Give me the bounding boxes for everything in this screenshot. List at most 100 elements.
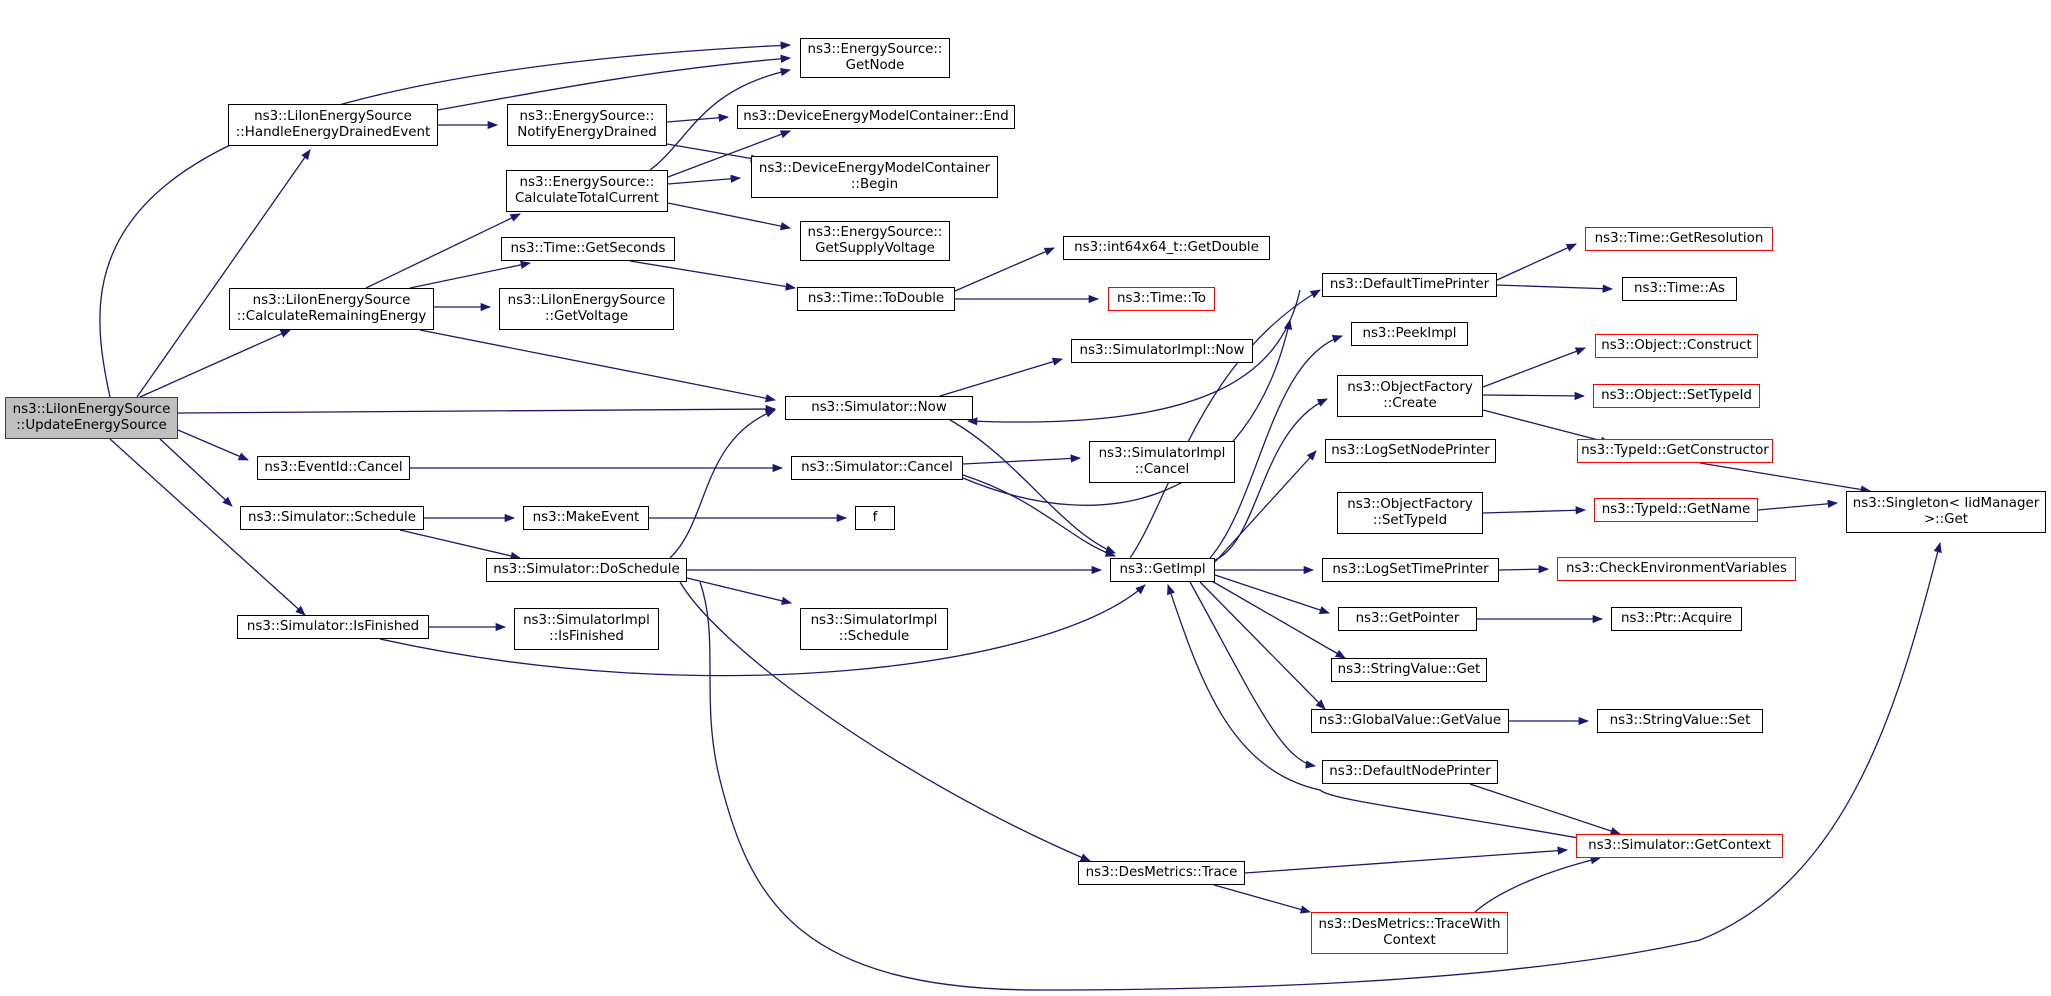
call-edge [1213, 884, 1312, 914]
call-edge [139, 329, 291, 398]
node-lsnp[interactable]: ns3::LogSetNodePrinter [1325, 439, 1496, 463]
node-sv-set[interactable]: ns3::StringValue::Set [1597, 709, 1763, 733]
node-singleton[interactable]: ns3::Singleton< IidManager>::Get [1846, 491, 2046, 533]
node-getvoltage[interactable]: ns3::LiIonEnergySource::GetVoltage [499, 288, 674, 330]
call-edge [1214, 450, 1317, 563]
node-sim-cancel[interactable]: ns3::Simulator::Cancel [791, 456, 963, 480]
call-edge [419, 329, 777, 403]
node-isfinished[interactable]: ns3::Simulator::IsFinished [237, 615, 429, 639]
node-construct[interactable]: ns3::Object::Construct [1595, 334, 1758, 358]
node-label-line: ns3::ObjectFactory [1347, 497, 1473, 512]
node-label-line: ::Begin [850, 177, 899, 192]
node-to[interactable]: ns3::Time::To [1108, 287, 1215, 311]
node-getnode[interactable]: ns3::EnergySource::GetNode [800, 38, 950, 78]
call-edge [667, 130, 791, 178]
node-simimpl-cancel[interactable]: ns3::SimulatorImpl::Cancel [1089, 441, 1235, 483]
node-sim-now[interactable]: ns3::Simulator::Now [785, 396, 973, 420]
call-edge [1167, 584, 1591, 841]
node-of-create[interactable]: ns3::ObjectFactory::Create [1337, 375, 1483, 417]
node-getconstructor[interactable]: ns3::TypeId::GetConstructor [1577, 439, 1773, 463]
call-edge [954, 247, 1055, 292]
call-edge [1482, 409, 1612, 445]
node-gv-getvalue[interactable]: ns3::GlobalValue::GetValue [1311, 709, 1509, 733]
node-label-line: ns3::Object::Construct [1601, 338, 1752, 353]
node-label-line: ns3::Time::GetSeconds [510, 241, 666, 256]
call-edge [1209, 335, 1343, 559]
node-label-line: ns3::PeekImpl [1362, 326, 1457, 341]
node-getcontext[interactable]: ns3::Simulator::GetContext [1576, 834, 1783, 858]
node-todouble[interactable]: ns3::Time::ToDouble [797, 287, 955, 311]
node-settypeid[interactable]: ns3::Object::SetTypeId [1593, 384, 1760, 408]
call-edge [962, 454, 1082, 465]
call-edge [679, 581, 1091, 862]
node-sim-schedule[interactable]: ns3::Simulator::Schedule [240, 506, 424, 530]
node-peek[interactable]: ns3::PeekImpl [1351, 322, 1468, 346]
call-edge [1699, 462, 1872, 494]
node-makeevent[interactable]: ns3::MakeEvent [523, 506, 649, 530]
node-dem-begin[interactable]: ns3::DeviceEnergyModelContainer::Begin [751, 156, 998, 198]
node-getpointer[interactable]: ns3::GetPointer [1338, 607, 1477, 631]
node-label-line: ns3::LiIonEnergySource [507, 293, 666, 308]
node-handle[interactable]: ns3::LiIonEnergySource::HandleEnergyDrai… [228, 104, 438, 146]
node-getname[interactable]: ns3::TypeId::GetName [1594, 498, 1758, 522]
node-checkenv[interactable]: ns3::CheckEnvironmentVariables [1557, 557, 1796, 581]
node-as[interactable]: ns3::Time::As [1622, 277, 1737, 301]
node-eventid-cancel[interactable]: ns3::EventId::Cancel [257, 456, 410, 480]
node-label-line: GetSupplyVoltage [815, 241, 935, 256]
node-label-line: ns3::GlobalValue::GetValue [1318, 713, 1502, 728]
call-edge [1214, 574, 1330, 614]
node-of-settypeid[interactable]: ns3::ObjectFactory::SetTypeId [1337, 492, 1483, 534]
node-simimpl-schedule[interactable]: ns3::SimulatorImpl::Schedule [800, 608, 948, 650]
node-label-line: ns3::StringValue::Get [1337, 662, 1481, 677]
node-label-line: ns3::Time::ToDouble [807, 291, 945, 306]
node-calc-total[interactable]: ns3::EnergySource::CalculateTotalCurrent [506, 170, 668, 212]
node-label-line: ns3::GetPointer [1355, 611, 1460, 626]
node-label-line: ns3::EnergySource:: [807, 225, 943, 240]
node-label-line: ns3::Time::GetResolution [1594, 231, 1764, 246]
node-label-line: ns3::Simulator::IsFinished [246, 619, 420, 634]
node-label-line: ns3::Singleton< IidManager [1852, 496, 2040, 511]
call-edge [99, 41, 792, 398]
node-label-line: ns3::DesMetrics::Trace [1085, 865, 1238, 880]
call-edge [1469, 783, 1621, 835]
node-sv-get[interactable]: ns3::StringValue::Get [1331, 658, 1487, 682]
node-getres[interactable]: ns3::Time::GetResolution [1585, 227, 1773, 251]
call-edge [939, 357, 1063, 397]
node-trace[interactable]: ns3::DesMetrics::Trace [1078, 861, 1245, 885]
node-simimpl-now[interactable]: ns3::SimulatorImpl::Now [1071, 339, 1253, 363]
node-dnp[interactable]: ns3::DefaultNodePrinter [1322, 760, 1498, 784]
node-label-line: ns3::GetImpl [1119, 562, 1206, 577]
node-supply[interactable]: ns3::EnergySource::GetSupplyVoltage [800, 221, 950, 261]
node-label-line: ns3::EventId::Cancel [264, 460, 403, 475]
node-label-line: ::CalculateRemainingEnergy [236, 309, 427, 324]
node-lstp[interactable]: ns3::LogSetTimePrinter [1322, 558, 1499, 582]
node-dem-end[interactable]: ns3::DeviceEnergyModelContainer::End [737, 105, 1015, 129]
node-doschedule[interactable]: ns3::Simulator::DoSchedule [486, 558, 687, 582]
call-edge [962, 318, 1293, 506]
node-label-line: ns3::StringValue::Set [1609, 713, 1751, 728]
node-label-line: ::UpdateEnergySource [16, 418, 167, 433]
node-label-line: ns3::CheckEnvironmentVariables [1566, 561, 1787, 576]
call-edge [1189, 581, 1317, 769]
node-notify[interactable]: ns3::EnergySource::NotifyEnergyDrained [507, 104, 667, 146]
call-edge [669, 409, 776, 559]
node-int64[interactable]: ns3::int64x64_t::GetDouble [1063, 236, 1270, 260]
node-acquire[interactable]: ns3::Ptr::Acquire [1611, 607, 1742, 631]
node-label-line: ns3::SimulatorImpl [1098, 446, 1226, 461]
node-calc-rem[interactable]: ns3::LiIonEnergySource::CalculateRemaini… [229, 288, 434, 330]
node-getimpl[interactable]: ns3::GetImpl [1110, 558, 1215, 582]
node-label-line: ns3::DefaultNodePrinter [1329, 764, 1491, 779]
node-label-line: ::Cancel [1134, 462, 1190, 477]
node-dtp[interactable]: ns3::DefaultTimePrinter [1322, 273, 1497, 297]
node-simimpl-isfinished[interactable]: ns3::SimulatorImpl::IsFinished [514, 608, 659, 650]
node-label-line: ns3::TypeId::GetConstructor [1581, 443, 1769, 458]
call-edge [365, 213, 521, 289]
node-getseconds[interactable]: ns3::Time::GetSeconds [501, 237, 675, 261]
call-edge [629, 260, 797, 291]
node-label-line: ns3::Simulator::Schedule [248, 510, 416, 525]
node-label-line: NotifyEnergyDrained [517, 125, 657, 140]
node-f[interactable]: f [855, 506, 895, 530]
call-edge [1244, 846, 1569, 874]
